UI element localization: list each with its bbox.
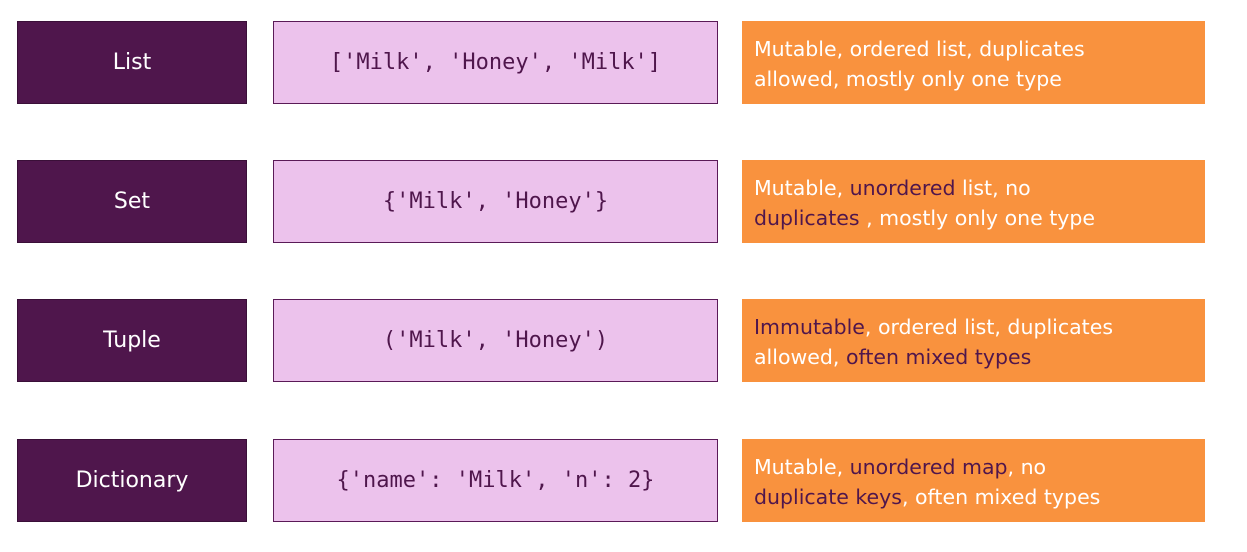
- example-code-box: ('Milk', 'Honey'): [273, 299, 718, 382]
- row-tuple: Tuple ('Milk', 'Honey') Immutable, order…: [0, 299, 1247, 383]
- description-box: Mutable, unordered list, no duplicates ,…: [742, 160, 1205, 243]
- row-list: List ['Milk', 'Honey', 'Milk'] Mutable, …: [0, 21, 1247, 105]
- example-code: ['Milk', 'Honey', 'Milk']: [329, 50, 662, 75]
- description-segment: allowed: [754, 345, 833, 369]
- description-segment: ,: [832, 345, 846, 369]
- description-line-1: Mutable, ordered list, duplicates: [754, 34, 1195, 64]
- description-segment: , no: [1007, 455, 1047, 479]
- example-code-box: {'Milk', 'Honey'}: [273, 160, 718, 243]
- description-box: Immutable, ordered list, duplicates allo…: [742, 299, 1205, 382]
- type-label: List: [112, 50, 152, 75]
- description-box: Mutable, ordered list, duplicates allowe…: [742, 21, 1205, 104]
- description-highlight: duplicates: [754, 206, 860, 230]
- description-line-1: Immutable, ordered list, duplicates: [754, 312, 1195, 342]
- example-code-box: {'name': 'Milk', 'n': 2}: [273, 439, 718, 522]
- description-segment: Mutable, ordered list, duplicates: [754, 37, 1085, 61]
- example-code: {'Milk', 'Honey'}: [382, 189, 609, 214]
- description-line-2: duplicate keys, often mixed types: [754, 482, 1195, 512]
- description-line-2: duplicates , mostly only one type: [754, 203, 1195, 233]
- example-code: ('Milk', 'Honey'): [382, 328, 609, 353]
- description-line-1: Mutable, unordered list, no: [754, 173, 1195, 203]
- description-segment: allowed, mostly only one type: [754, 67, 1062, 91]
- type-label-box: Dictionary: [17, 439, 247, 522]
- description-highlight: duplicate keys: [754, 485, 902, 509]
- description-segment: , mostly only one type: [859, 206, 1096, 230]
- description-segment: list, no: [955, 176, 1031, 200]
- description-line-1: Mutable, unordered map, no: [754, 452, 1195, 482]
- type-label: Set: [113, 189, 151, 214]
- example-code-box: ['Milk', 'Honey', 'Milk']: [273, 21, 718, 104]
- description-segment: Mutable,: [754, 455, 850, 479]
- description-highlight: unordered map: [849, 455, 1008, 479]
- type-label-box: Tuple: [17, 299, 247, 382]
- type-label: Dictionary: [75, 468, 189, 493]
- description-line-2: allowed, mostly only one type: [754, 64, 1195, 94]
- row-set: Set {'Milk', 'Honey'} Mutable, unordered…: [0, 160, 1247, 244]
- description-highlight: unordered: [849, 176, 956, 200]
- description-highlight: often mixed types: [845, 345, 1032, 369]
- description-highlight: Immutable: [754, 315, 865, 339]
- description-segment: Mutable,: [754, 176, 850, 200]
- row-dictionary: Dictionary {'name': 'Milk', 'n': 2} Muta…: [0, 439, 1247, 523]
- type-label-box: List: [17, 21, 247, 104]
- example-code: {'name': 'Milk', 'n': 2}: [336, 468, 655, 493]
- type-label-box: Set: [17, 160, 247, 243]
- description-segment: , often mixed types: [901, 485, 1101, 509]
- description-box: Mutable, unordered map, no duplicate key…: [742, 439, 1205, 522]
- description-line-2: allowed, often mixed types: [754, 342, 1195, 372]
- description-segment: , ordered list, duplicates: [864, 315, 1114, 339]
- type-label: Tuple: [103, 328, 161, 353]
